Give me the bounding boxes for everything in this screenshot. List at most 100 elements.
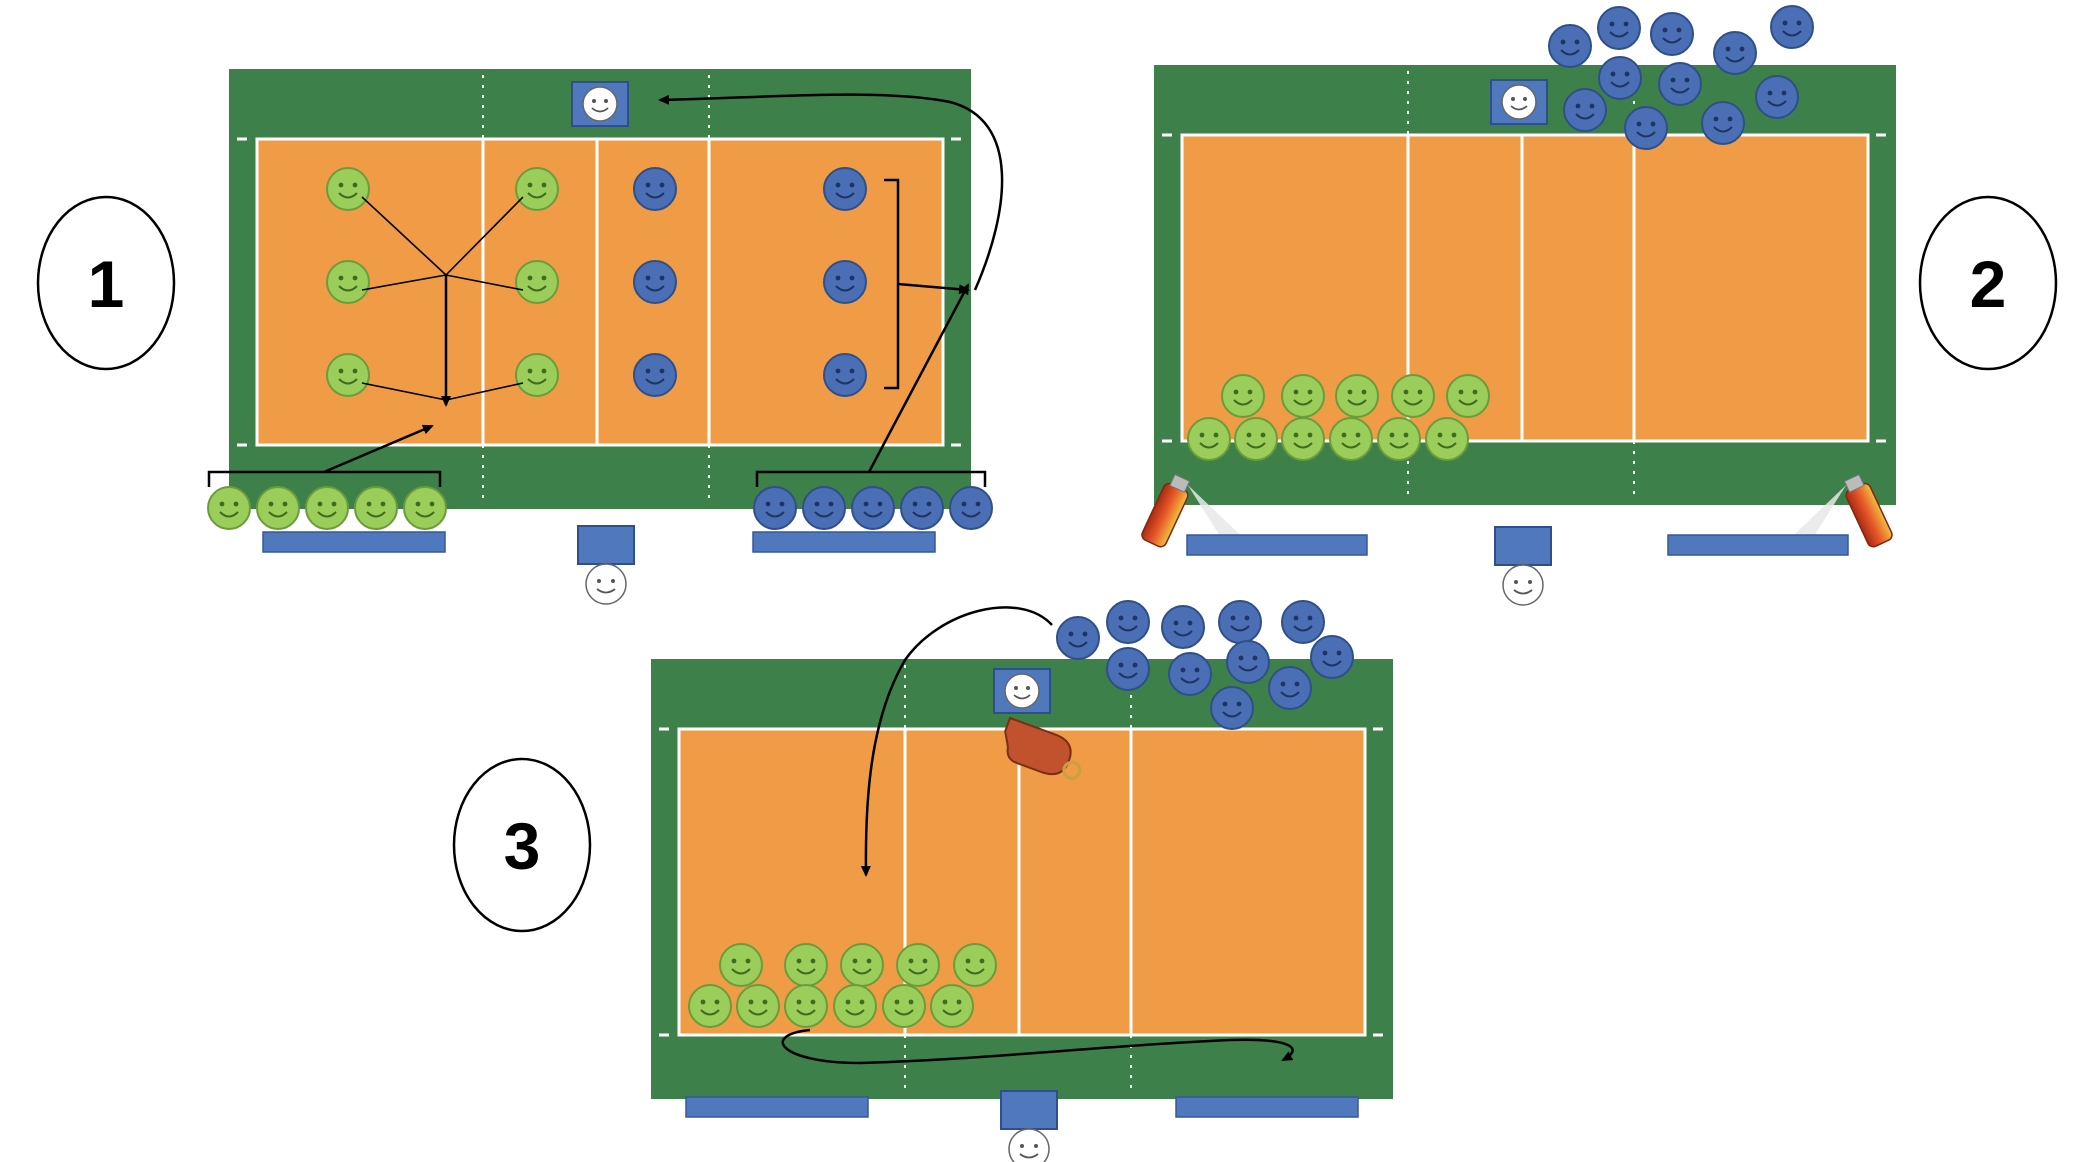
green-player-icon — [1281, 417, 1325, 461]
blue-player-icon — [1598, 56, 1642, 100]
blue-player-icon — [1770, 5, 1814, 49]
green-player-icon — [1329, 417, 1373, 461]
bracket-line — [361, 382, 447, 401]
blue-player-icon — [633, 260, 677, 304]
green-player-icon — [719, 943, 763, 987]
green-player-icon — [1187, 417, 1231, 461]
arrow-icon — [323, 424, 434, 474]
blue-player-icon — [1597, 6, 1641, 50]
step-label-1: 1 — [36, 195, 176, 371]
blue-player-icon — [1210, 686, 1254, 730]
blue-player-icon — [633, 353, 677, 397]
green-player-icon — [1335, 374, 1379, 418]
green-player-icon — [688, 984, 732, 1028]
blue-player-icon — [1056, 616, 1100, 660]
blue-player-icon — [1701, 101, 1745, 145]
step-number-1: 1 — [88, 247, 125, 321]
arrow-icon — [867, 283, 970, 473]
blue-player-icon — [1563, 88, 1607, 132]
blue-player-icon — [1106, 600, 1150, 644]
bench-icon — [685, 1096, 869, 1118]
blue-player-icon — [1650, 12, 1694, 56]
blue-player-icon — [1658, 62, 1702, 106]
green-player-icon — [840, 943, 884, 987]
blue-player-icon — [1713, 31, 1757, 75]
step-number-3: 3 — [504, 809, 541, 883]
line-judge-icon — [577, 525, 635, 605]
green-player-icon — [896, 943, 940, 987]
court-playing-area — [677, 727, 1367, 1037]
blue-player-icon — [949, 486, 993, 530]
step-label-3: 3 — [452, 757, 592, 933]
arrow-icon — [860, 606, 1053, 877]
panel-2 — [1141, 5, 1896, 606]
arrow-icon — [781, 1028, 1294, 1065]
step-label-2: 2 — [1918, 195, 2058, 371]
green-player-icon — [1446, 374, 1490, 418]
green-player-icon — [1377, 417, 1421, 461]
blue-player-icon — [1268, 666, 1312, 710]
green-player-icon — [1391, 374, 1435, 418]
blue-player-icon — [823, 353, 867, 397]
blue-player-icon — [1548, 24, 1592, 68]
green-player-icon — [736, 984, 780, 1028]
spray-can-icon — [1787, 473, 1893, 548]
arrow-icon — [897, 282, 970, 295]
green-player-icon — [1281, 374, 1325, 418]
green-player-icon — [882, 984, 926, 1028]
bench-icon — [752, 531, 936, 553]
green-player-icon — [207, 486, 251, 530]
blue-player-icon — [900, 486, 944, 530]
blue-player-icon — [1218, 600, 1262, 644]
blue-player-icon — [1226, 640, 1270, 684]
blue-player-icon — [1106, 647, 1150, 691]
blue-player-icon — [823, 167, 867, 211]
blue-player-icon — [1168, 652, 1212, 696]
blue-player-icon — [1281, 600, 1325, 644]
bench-icon — [1175, 1096, 1359, 1118]
green-player-icon — [256, 486, 300, 530]
bracket-line — [361, 196, 447, 276]
referee-icon — [571, 81, 629, 127]
blue-player-icon — [823, 260, 867, 304]
blue-player-icon — [851, 486, 895, 530]
bracket-line — [445, 196, 524, 276]
green-player-icon — [326, 260, 370, 304]
blue-player-icon — [802, 486, 846, 530]
bracket-line — [445, 274, 524, 291]
blue-player-icon — [1310, 635, 1354, 679]
green-player-icon — [515, 353, 559, 397]
green-player-icon — [326, 167, 370, 211]
bench-icon — [1667, 534, 1849, 556]
green-player-icon — [784, 943, 828, 987]
green-player-icon — [403, 486, 447, 530]
green-player-icon — [1234, 417, 1278, 461]
green-player-icon — [354, 486, 398, 530]
bench-icon — [1186, 534, 1368, 556]
green-player-icon — [833, 984, 877, 1028]
bracket-line — [755, 470, 987, 487]
line-judge-icon — [1000, 1090, 1058, 1162]
line-judge-icon — [1494, 526, 1552, 606]
panel-3 — [651, 600, 1393, 1162]
whistle-icon — [1004, 716, 1082, 780]
blue-player-icon — [753, 486, 797, 530]
green-player-icon — [515, 260, 559, 304]
referee-icon — [1490, 79, 1548, 125]
spray-can-icon — [1141, 473, 1247, 548]
green-player-icon — [784, 984, 828, 1028]
green-player-icon — [1425, 417, 1469, 461]
blue-player-icon — [1161, 605, 1205, 649]
referee-icon — [993, 668, 1051, 714]
arrow-icon — [658, 93, 1004, 291]
green-player-icon — [515, 167, 559, 211]
bracket-line — [445, 382, 524, 401]
green-player-icon — [326, 353, 370, 397]
bench-icon — [262, 531, 446, 553]
green-player-icon — [1221, 374, 1265, 418]
blue-player-icon — [1755, 75, 1799, 119]
panel-1 — [207, 69, 1004, 605]
green-player-icon — [930, 984, 974, 1028]
bracket-line — [361, 274, 447, 291]
